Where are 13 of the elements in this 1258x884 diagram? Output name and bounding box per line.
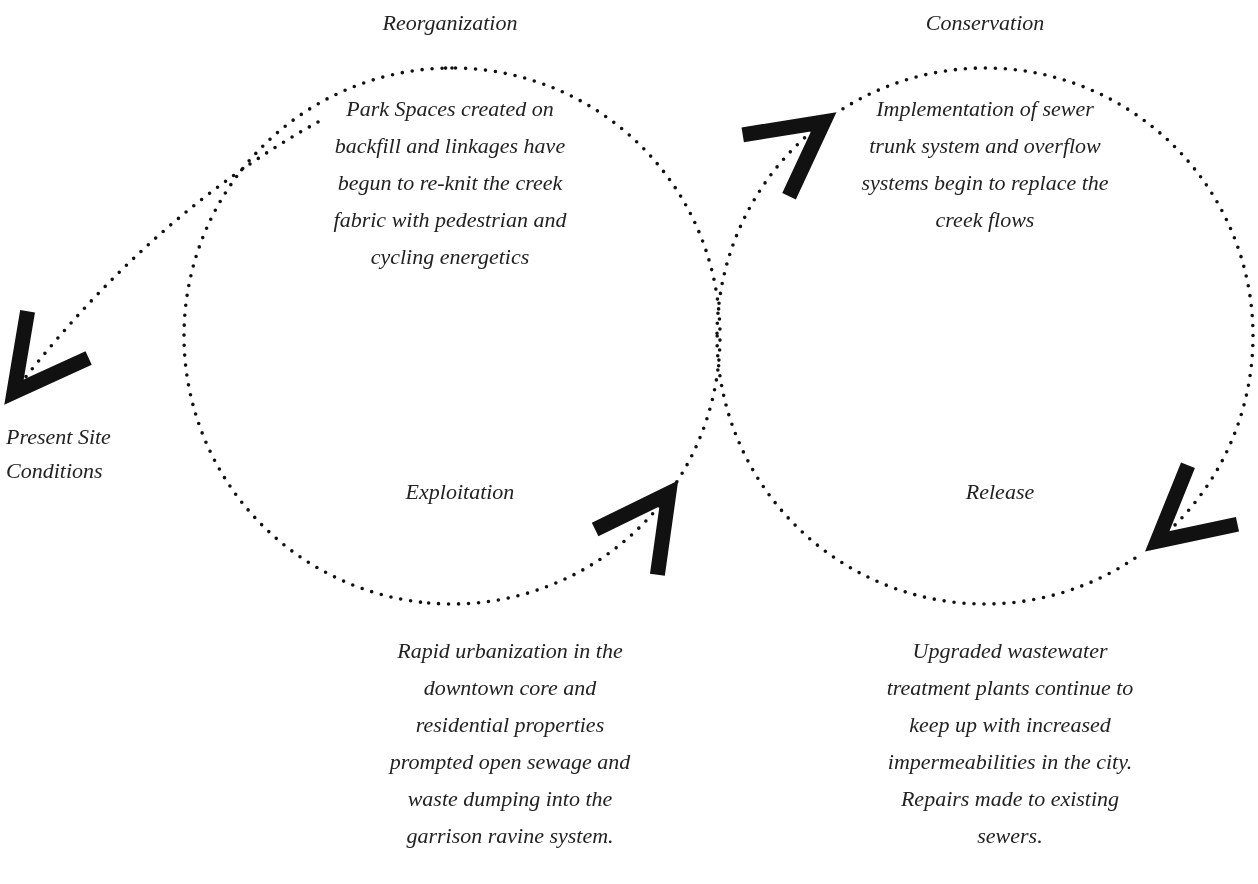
phase-description: Rapid urbanization in the downtown core and residential properties prompted open sewage and waste dumping into the garrison ravine system. — [387, 637, 632, 850]
phase-description: Upgraded wastewater treatment plants continue to keep up with increased impermeabilities in the city. Repairs made to existing sewers. — [885, 637, 1135, 850]
dotted-arrow — [426, 112, 837, 606]
dotted-arrow — [4, 120, 320, 405]
phase-title: Exploitation — [405, 478, 515, 506]
phase-title: Conservation — [925, 9, 1045, 37]
phase-description: Implementation of sewer trunk system and overflow systems begin to replace the creek flows — [860, 95, 1110, 234]
dotted-line — [182, 66, 454, 605]
phase-title: Reorganization — [382, 9, 518, 37]
dotted-arrow — [841, 66, 1255, 552]
phase-description: Park Spaces created on backfill and linkages have begun to re-knit the creek fabric with pedestrian and cycling energetics — [332, 95, 568, 271]
phase-title: Release — [965, 478, 1035, 506]
text-label: Present Site Conditions — [6, 423, 112, 485]
